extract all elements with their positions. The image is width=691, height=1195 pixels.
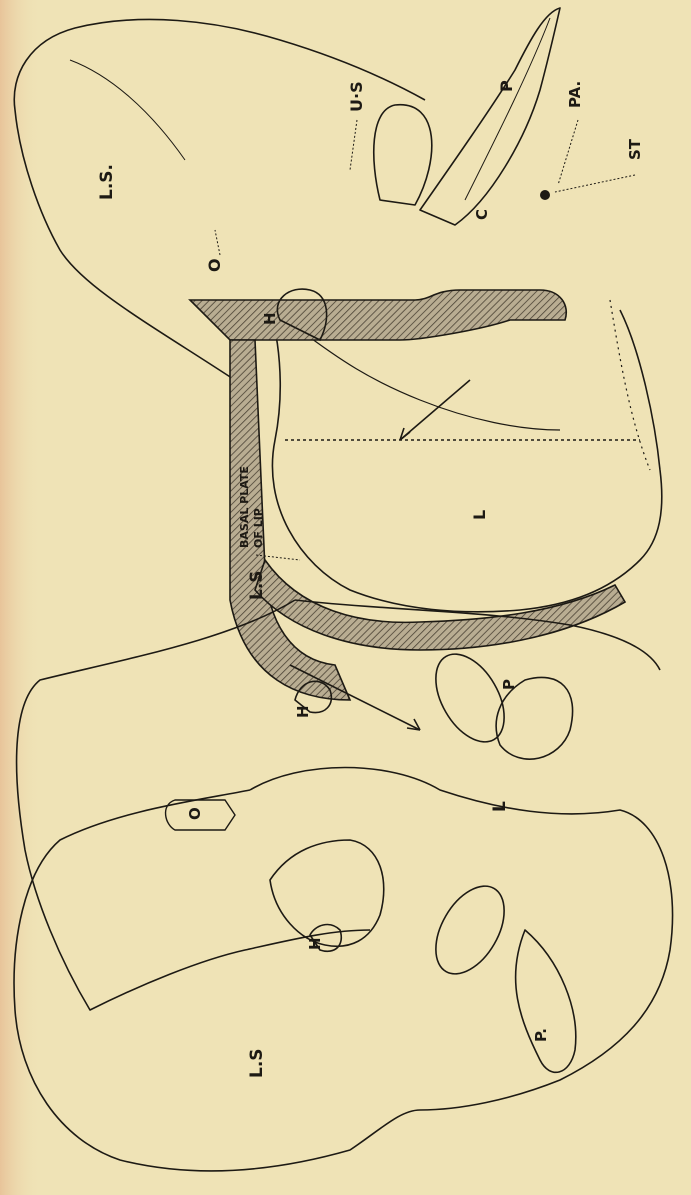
label-ovary: O [205,258,224,272]
label-basal-plate-line2: OF LIP [252,508,265,548]
label-petal-bottom: P. [532,1028,550,1042]
label-lateral-sepal-bottom: L.S [247,1048,267,1078]
label-ovary-lower: O [186,807,204,820]
label-basal-plate-line1: BASAL PLATE [238,466,251,548]
label-stigma: ST [626,138,644,160]
label-pa: PA. [566,81,584,108]
label-column: C [473,209,491,220]
label-lateral-sepal-top: L.S [247,570,267,600]
label-anther-bottom: H [306,937,324,950]
label-petal-upper: P [497,80,516,92]
label-lip-upper: L [470,510,489,520]
label-upper-sepal: U·S [347,81,366,112]
label-petal-top: P [500,679,518,690]
label-anther-top: H [294,705,312,718]
stigma-mark [540,190,550,200]
label-lateral-sepal: L.S. [97,164,117,200]
label-anther-upper: H [261,312,279,325]
label-lip-lower: L [490,801,510,812]
